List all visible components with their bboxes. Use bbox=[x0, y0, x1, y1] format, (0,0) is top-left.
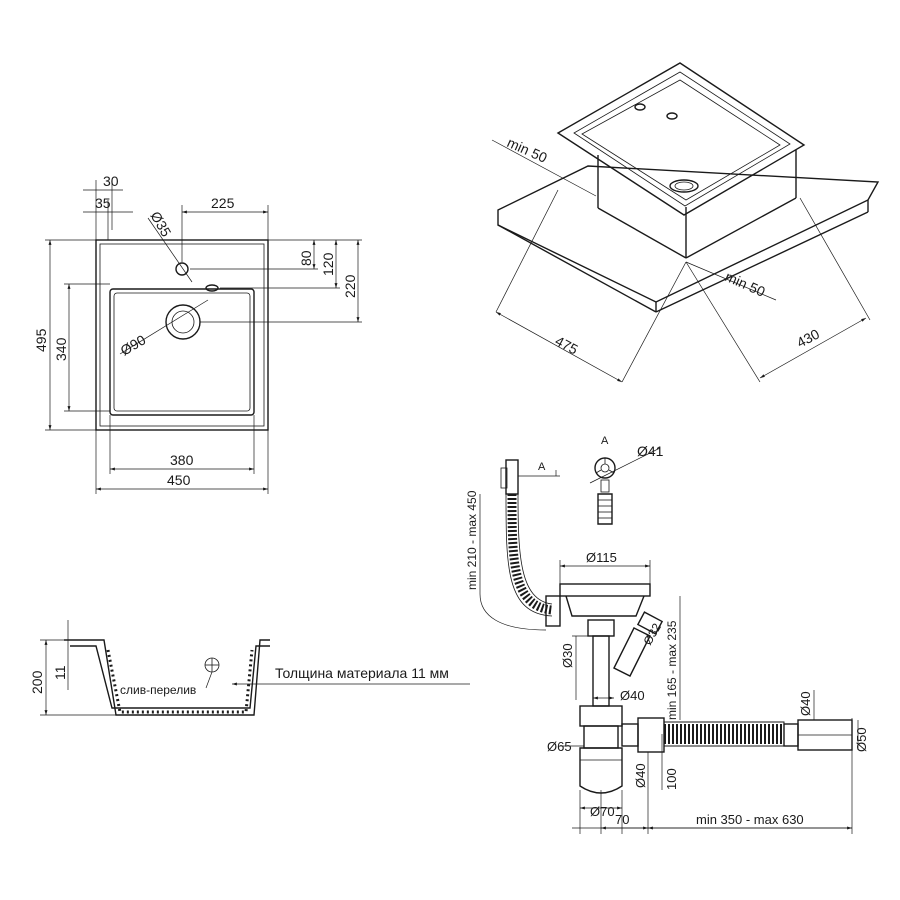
dim-phi40-a: Ø40 bbox=[620, 688, 645, 703]
dim-phi40-c: Ø40 bbox=[633, 763, 648, 788]
dim-phi65: Ø65 bbox=[547, 739, 572, 754]
outlet-nut bbox=[637, 717, 665, 753]
drain-view: A A Ø41 min 210 - max 450 Ø115 bbox=[465, 435, 869, 834]
dim-100: 100 bbox=[664, 768, 679, 790]
dim-200: 200 bbox=[29, 670, 45, 694]
dim-phi90: Ø90 bbox=[118, 331, 149, 358]
dim-phi115: Ø115 bbox=[586, 550, 617, 565]
dim-350-630: min 350 - max 630 bbox=[696, 812, 804, 827]
drain-flange bbox=[559, 583, 651, 597]
trap-nut bbox=[579, 705, 623, 727]
sink-outline bbox=[95, 239, 269, 431]
dim-30: 30 bbox=[103, 173, 119, 189]
label-a-1: A bbox=[538, 461, 546, 473]
hose-nut bbox=[545, 595, 561, 627]
dim-450: 450 bbox=[167, 472, 191, 488]
overflow-head bbox=[505, 459, 519, 495]
thickness-label: Толщина материала 11 мм bbox=[275, 665, 449, 681]
dim-225: 225 bbox=[211, 195, 235, 211]
dim-220: 220 bbox=[342, 274, 358, 298]
overflow-label: слив-перелив bbox=[120, 683, 196, 697]
dim-35: 35 bbox=[95, 195, 111, 211]
sink-rim bbox=[556, 62, 806, 216]
overflow-hole bbox=[205, 284, 219, 292]
drain-hole bbox=[165, 304, 201, 340]
dim-430: 430 bbox=[794, 325, 822, 350]
dim-phi70: Ø70 bbox=[590, 804, 615, 819]
dim-495: 495 bbox=[33, 328, 49, 352]
section-profile bbox=[64, 639, 270, 716]
dim-11: 11 bbox=[52, 665, 68, 680]
dim-phi41: Ø41 bbox=[637, 443, 664, 459]
dim-min50-b: min 50 bbox=[723, 268, 768, 300]
vertical-pipe bbox=[592, 635, 610, 707]
iso-view: min 50 min 50 475 430 bbox=[491, 62, 880, 383]
dim-165-235: min 165 - max 235 bbox=[665, 620, 679, 720]
tap-hole bbox=[175, 262, 189, 276]
dim-70: 70 bbox=[615, 812, 629, 827]
dim-phi30: Ø30 bbox=[560, 643, 575, 668]
dim-phi50: Ø50 bbox=[854, 727, 869, 752]
trap-bowl bbox=[579, 747, 623, 794]
dim-phi40-b: Ø40 bbox=[798, 691, 813, 716]
dim-80: 80 bbox=[298, 250, 314, 266]
dim-475: 475 bbox=[553, 333, 581, 358]
hose-range: min 210 - max 450 bbox=[465, 490, 479, 590]
dim-phi35: Ø35 bbox=[147, 209, 174, 240]
dim-380: 380 bbox=[170, 452, 194, 468]
dim-340: 340 bbox=[53, 337, 69, 361]
bowl-outline bbox=[109, 288, 255, 416]
overflow-hose bbox=[507, 493, 553, 615]
top-view: 30 35 Ø35 225 80 120 220 495 340 Ø90 bbox=[33, 173, 362, 494]
label-a-2: A bbox=[601, 435, 609, 447]
dim-min50-a: min 50 bbox=[505, 134, 550, 166]
side-branch bbox=[613, 627, 651, 677]
section-view: 200 11 слив-перелив Толщина материала 11… bbox=[29, 620, 470, 716]
dim-120: 120 bbox=[320, 252, 336, 276]
